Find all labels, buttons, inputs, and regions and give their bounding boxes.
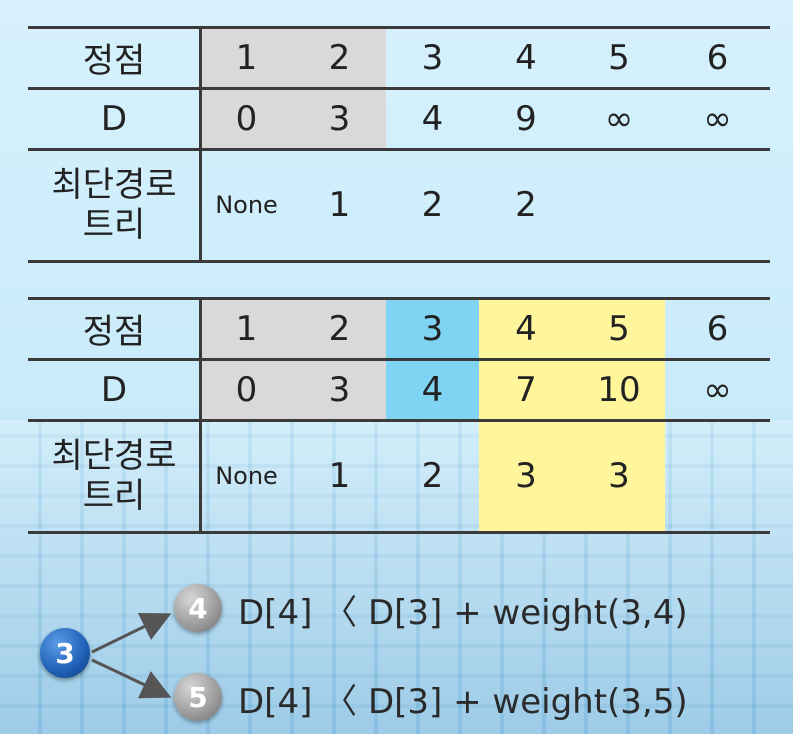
cell: 10: [597, 369, 641, 410]
cell: 3: [328, 98, 351, 139]
cell: [573, 149, 665, 261]
cell: 2: [328, 37, 351, 78]
tree-row: 최단경로 트리 None 1 2 3 3: [28, 420, 770, 532]
cell: 4: [421, 98, 444, 139]
vertex-row: 정점 1 2 3 4 5 6: [28, 27, 770, 88]
cell: 7: [515, 369, 537, 410]
table-divider: [199, 298, 202, 532]
cell: 4: [515, 308, 537, 349]
expression-5: D[4] 〈 D[3] + weight(3,5): [238, 682, 688, 722]
cell: 6: [706, 37, 729, 78]
cell: 0: [235, 98, 258, 139]
row-label-distance: D: [100, 98, 128, 139]
cell: ∞: [604, 98, 634, 139]
table-divider: [199, 27, 202, 261]
cell: ∞: [703, 369, 732, 410]
table-rule: [28, 260, 770, 263]
table-rule: [28, 358, 770, 361]
source-node-3: 3: [40, 628, 90, 678]
cell: 3: [515, 456, 537, 496]
vertex-row: 정점 1 2 3 4 5 6: [28, 298, 770, 359]
tree-row: 최단경로 트리 None 1 2 2: [28, 149, 770, 261]
table-rule: [28, 419, 770, 422]
table-rule: [28, 87, 770, 90]
cell: 5: [608, 37, 630, 78]
row-label-tree: 최단경로 트리: [28, 420, 200, 532]
cell: 6: [706, 308, 729, 349]
row-label-line: 트리: [82, 476, 146, 516]
table-2: 정점 1 2 3 4 5 6 D 0 3 4 7 10 ∞ 최단경로 트리 No…: [28, 297, 770, 534]
row-label-tree: 최단경로 트리: [28, 149, 200, 261]
row-label-vertex: 정점: [82, 312, 146, 352]
cell: None: [215, 191, 278, 219]
row-label-line: 최단경로: [51, 436, 177, 476]
table-rule: [28, 148, 770, 151]
cell: 1: [235, 37, 258, 78]
table-1: 정점 1 2 3 4 5 6 D 0 3 4 9 ∞ ∞ 최단경로 트리 Non…: [28, 26, 770, 263]
distance-row: D 0 3 4 7 10 ∞: [28, 359, 770, 420]
edge-arrows: [91, 613, 172, 699]
cell: 2: [421, 456, 444, 496]
updated-fill: [479, 298, 665, 532]
target-node-5: 5: [174, 673, 222, 721]
arrow-to-5: [91, 658, 172, 699]
cell: 3: [421, 37, 444, 78]
cell: [665, 149, 770, 261]
table-rule: [28, 531, 770, 534]
cell: 4: [421, 369, 444, 410]
expression-4: D[4] 〈 D[3] + weight(3,4): [238, 593, 688, 633]
cell: 3: [328, 369, 351, 410]
cell: 3: [608, 456, 630, 496]
cell: 1: [328, 456, 351, 496]
cell: 2: [421, 185, 444, 225]
cell: 3: [421, 308, 444, 349]
cell: 2: [328, 308, 351, 349]
cell: 9: [515, 98, 537, 139]
target-node-4: 4: [174, 584, 222, 632]
cell: 2: [515, 185, 537, 225]
cell: 4: [515, 37, 537, 78]
cell: 5: [608, 308, 630, 349]
cell: 1: [328, 185, 351, 225]
table-rule: [28, 297, 770, 300]
cell: [665, 420, 770, 532]
arrow-to-4: [91, 613, 172, 654]
cell: 0: [235, 369, 258, 410]
cell: 1: [235, 308, 258, 349]
row-label-vertex: 정점: [82, 41, 146, 81]
row-label-distance: D: [100, 369, 128, 410]
distance-row: D 0 3 4 9 ∞ ∞: [28, 88, 770, 149]
cell: ∞: [703, 98, 732, 139]
cell: None: [215, 462, 278, 490]
table-rule: [28, 26, 770, 29]
row-label-line: 최단경로: [51, 165, 177, 205]
row-label-line: 트리: [82, 205, 146, 245]
